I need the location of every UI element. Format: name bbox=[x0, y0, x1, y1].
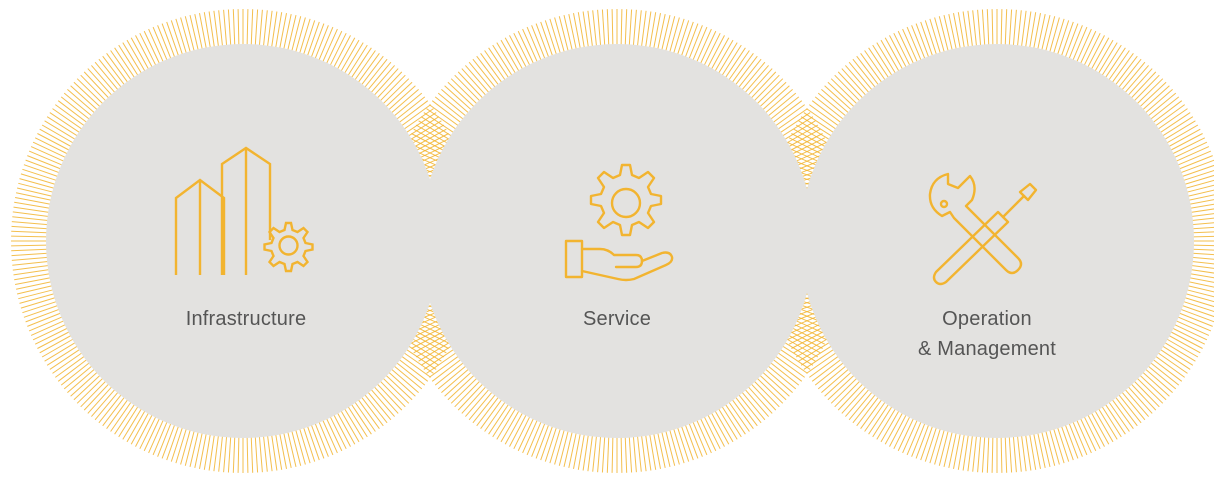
circle-infrastructure bbox=[46, 44, 440, 438]
circle-service bbox=[420, 44, 814, 438]
circle-operation-management bbox=[800, 44, 1194, 438]
service-label: Service bbox=[582, 308, 652, 330]
hand-gear-icon bbox=[538, 145, 718, 295]
wrench-screwdriver-icon bbox=[906, 160, 1086, 310]
buildings-gear-icon bbox=[158, 140, 338, 290]
infrastructure-label: Infrastructure bbox=[185, 308, 307, 330]
operation-management-label: Operation & Management bbox=[917, 308, 1057, 360]
